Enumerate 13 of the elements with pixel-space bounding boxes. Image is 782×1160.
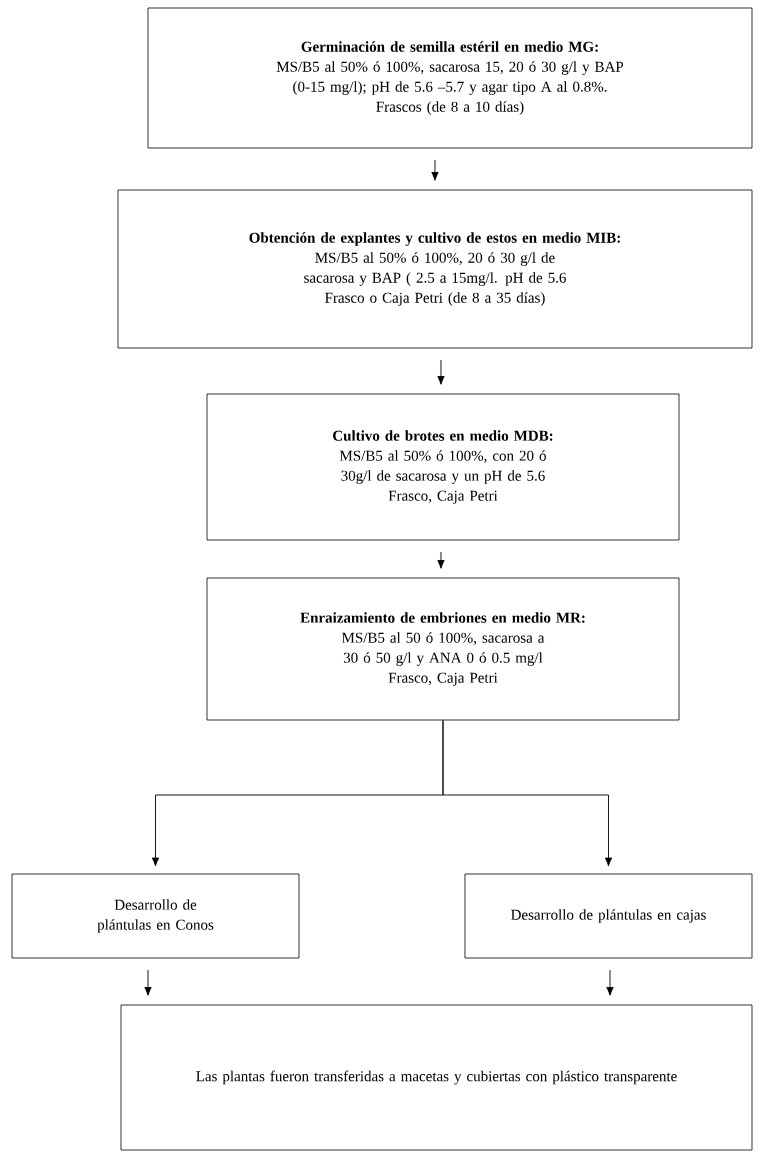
arrow <box>144 969 152 996</box>
process-box: Las plantas fueron transferidas a macetas y cubiertas con plástico transparente <box>120 1004 753 1151</box>
arrow <box>437 551 445 569</box>
process-box: Desarrollo de plántulas en cajas <box>464 873 753 959</box>
process-box: Germinación de semilla estéril en medio MG: MS/B5 al 50% ó 100%, sacarosa 15, 20 ó 30 g/l y BAP (0-15 mg/l); pH de 5.6 –5.7 y agar tipo A al 0.8%. Frascos (de 8 a 10 días) <box>147 7 753 149</box>
process-box: Obtención de explantes y cultivo de estos en medio MIB: MS/B5 al 50% ó 100%, 20 ó 30 g/l de sacarosa y BAP ( 2.5 a 15mg/l. pH de 5.6 Frasco o Caja Petri (de 8 a 35 días) <box>117 189 753 349</box>
process-box: Cultivo de brotes en medio MDB: MS/B5 al 50% ó 100%, con 20 ó 30g/l de sacarosa y un pH de 5.6 Frasco, Caja Petri <box>206 393 680 541</box>
arrow <box>606 969 614 996</box>
arrow <box>431 159 439 181</box>
arrow <box>437 359 445 385</box>
process-box: Enraizamiento de embriones en medio MR: MS/B5 al 50 ó 100%, sacarosa a 30 ó 50 g/l y ANA 0 ó 0.5 mg/l Frasco, Caja Petri <box>206 577 680 721</box>
arrow <box>442 719 613 867</box>
process-box: Desarrollo de plántulas en Conos <box>11 873 300 959</box>
